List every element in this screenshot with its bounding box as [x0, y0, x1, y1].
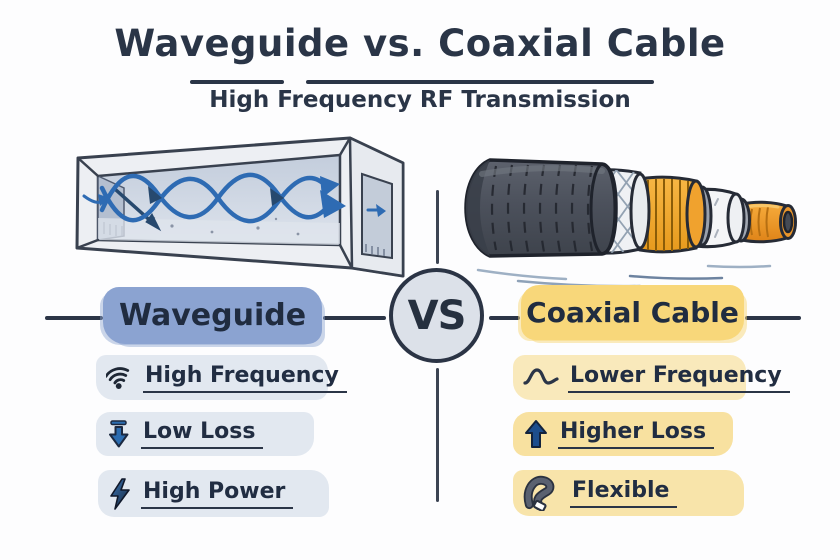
download-arrow-icon	[109, 420, 129, 448]
coaxial-cable-badge: Coaxial Cable	[521, 285, 744, 340]
waveguide-feature-high-frequency: High Frequency	[96, 355, 347, 400]
sine-wave-icon	[523, 367, 559, 385]
wifi-icon	[106, 366, 130, 389]
feature-label: Flexible	[570, 478, 678, 508]
coax-cable-cutaway-illustration	[464, 158, 797, 288]
vs-label: VS	[407, 292, 467, 339]
feature-label: Low Loss	[141, 419, 264, 449]
feature-label: High Power	[141, 479, 294, 509]
up-arrow-icon	[525, 420, 547, 448]
waveguide-feature-low-loss: Low Loss	[96, 412, 314, 456]
page-subtitle: High Frequency RF Transmission	[209, 87, 631, 113]
page-title: Waveguide vs. Coaxial Cable	[114, 22, 726, 65]
waveguide-badge-label: Waveguide	[118, 298, 307, 333]
connector-line-left-outer	[45, 316, 103, 320]
feature-label: High Frequency	[143, 363, 347, 393]
feature-label: Higher Loss	[558, 419, 715, 449]
flexible-cable-icon	[523, 475, 555, 511]
waveguide-badge: Waveguide	[103, 287, 322, 344]
coaxial-cable-badge-label: Coaxial Cable	[526, 296, 739, 329]
connector-line-right-inner	[489, 316, 520, 320]
coax-feature-lower-frequency: Lower Frequency	[513, 355, 790, 400]
connector-line-right-outer	[745, 316, 801, 320]
waveguide-illustration	[75, 136, 405, 278]
coax-feature-flexible: Flexible	[513, 470, 744, 516]
title-underline-left	[190, 80, 284, 84]
coax-feature-higher-loss: Higher Loss	[513, 412, 733, 456]
divider-line-top	[436, 190, 439, 264]
title-underline-right	[306, 80, 654, 84]
waveguide-feature-high-power: High Power	[98, 470, 329, 517]
connector-line-left-inner	[323, 316, 386, 320]
vs-badge: VS	[389, 268, 484, 363]
feature-label: Lower Frequency	[568, 363, 790, 393]
divider-line-bottom	[436, 368, 439, 502]
lightning-bolt-icon	[110, 477, 130, 510]
